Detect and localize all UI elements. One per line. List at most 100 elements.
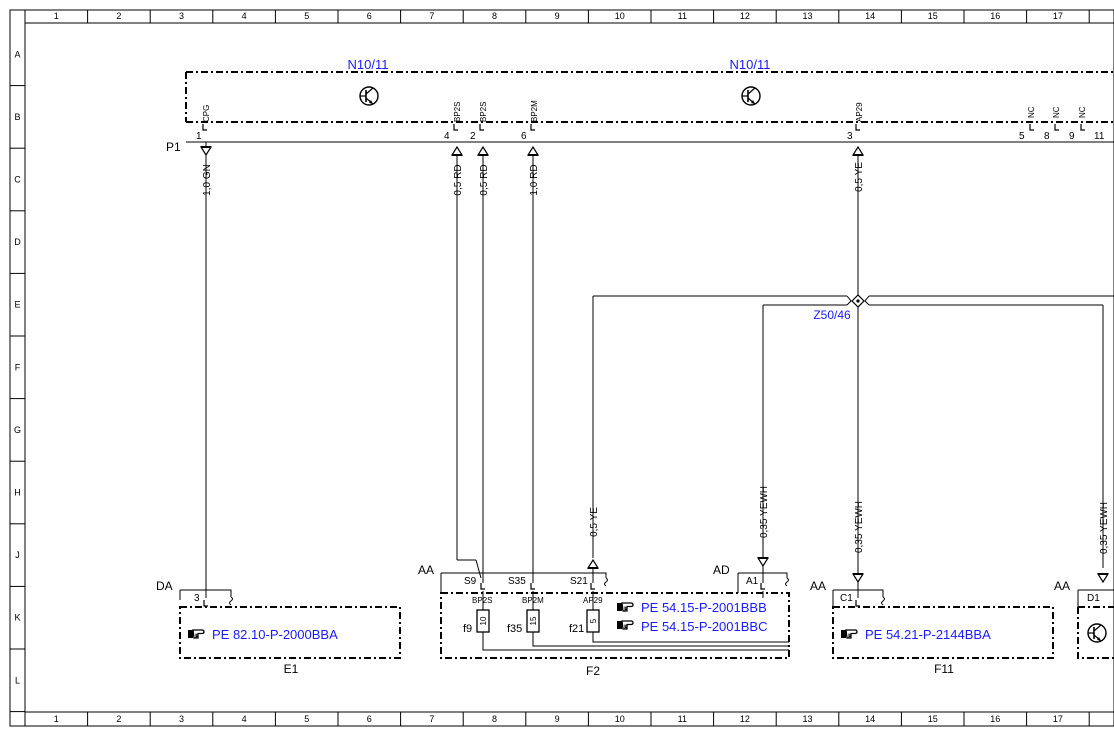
connector-s21: S21: [570, 576, 588, 587]
e1-reference-text: PE 82.10-P-2000BBA: [212, 627, 338, 642]
column-label: 7: [429, 714, 434, 724]
n10-label-right: N10/11: [730, 57, 771, 72]
column-label: 8: [492, 11, 497, 21]
pin-label-bp2s: BP2S: [453, 102, 462, 122]
fuse-value: 15: [529, 616, 538, 625]
fuse-name: f21: [569, 623, 584, 635]
pointing-hand-icon: [616, 620, 634, 630]
pin-number: 4: [444, 131, 450, 142]
wire-label: 1,0 GN: [202, 164, 213, 196]
f11-reference-text: PE 54.21-P-2144BBA: [865, 627, 991, 642]
f2-reference-text-2: PE 54.15-P-2001BBC: [641, 619, 767, 634]
pin-number: 1: [196, 131, 202, 142]
column-label: 5: [304, 11, 309, 21]
column-label: 10: [615, 714, 625, 724]
ad-label: AD: [713, 563, 730, 577]
e1-label: E1: [284, 662, 299, 676]
pin-number: 6: [521, 131, 527, 142]
connector-s35: S35: [508, 576, 526, 587]
e1-component: DA 3 PE 82.10-P-2000BBA E1: [156, 579, 401, 676]
wire-label: 0,35 YEWH: [1099, 502, 1110, 554]
aa-label: AA: [810, 579, 826, 593]
pointing-hand-icon: [187, 629, 205, 639]
pin-label-bp2s: BP2S: [479, 102, 488, 122]
n10-pins: CPG BP2S BP2S BP2M AP29 NC NC NC 1 4 2 6…: [196, 100, 1105, 142]
column-label: 8: [492, 714, 497, 724]
pin-number: 11: [1094, 131, 1105, 142]
pin-number: 2: [470, 131, 476, 142]
row-label: K: [14, 613, 20, 623]
p1-label: P1: [166, 140, 181, 154]
f2-reference-link-2[interactable]: PE 54.15-P-2001BBC: [616, 619, 767, 634]
pin-number: 3: [847, 131, 853, 142]
column-label: 6: [367, 11, 372, 21]
fuse-name: f9: [463, 623, 472, 635]
fuse-value: 5: [589, 618, 598, 623]
wire-label: 0,35 YEWH: [759, 486, 770, 538]
row-label: E: [14, 300, 20, 310]
fuse-value: 10: [479, 616, 488, 625]
row-label: H: [14, 488, 21, 498]
transistor-icon: [1087, 623, 1107, 643]
column-label: 3: [179, 11, 184, 21]
fuse-name: f35: [507, 623, 522, 635]
f11-reference-link[interactable]: PE 54.21-P-2144BBA: [840, 627, 991, 642]
f2-label: F2: [586, 664, 600, 678]
aa-label: AA: [1054, 579, 1070, 593]
e1-reference-link[interactable]: PE 82.10-P-2000BBA: [187, 627, 338, 642]
pin-number: 9: [1069, 131, 1075, 142]
column-label: 4: [242, 714, 247, 724]
n10-label-left: N10/11: [348, 57, 389, 72]
column-label: 14: [865, 11, 875, 21]
row-label: C: [14, 175, 21, 185]
column-label: 16: [990, 11, 1000, 21]
column-label: 11: [678, 714, 687, 724]
wire-label: 0,5 YE: [854, 162, 865, 192]
column-label: 2: [116, 714, 121, 724]
row-label: J: [15, 550, 20, 560]
column-label: 13: [802, 714, 812, 724]
column-label: 7: [429, 11, 434, 21]
column-label: 9: [555, 714, 560, 724]
n10-module: N10/11 N10/11 P1: [166, 57, 1114, 154]
column-label: 15: [928, 11, 938, 21]
pin-label-nc: NC: [1027, 106, 1036, 118]
transistor-icon: [741, 86, 761, 106]
column-label: 11: [678, 11, 687, 21]
connector-c1: C1: [840, 593, 853, 604]
e1-pin-number: 3: [194, 593, 200, 604]
connector-a1: A1: [746, 576, 759, 587]
wires: Z50/46: [200, 142, 1114, 598]
wire-label: 0,35 YEWH: [854, 501, 865, 553]
column-label: 12: [740, 714, 750, 724]
pin-label-bp2m: BP2M: [530, 100, 539, 122]
wire-label: 0,5 YE: [589, 507, 600, 537]
column-label: 9: [555, 11, 560, 21]
wire-labels: 1,0 GN 0,5 RD 0,5 RD 1,0 RD 0,5 YE 0,5 Y…: [202, 162, 1110, 554]
row-label: B: [14, 112, 20, 122]
row-label: F: [15, 362, 21, 372]
column-label: 16: [990, 714, 1000, 724]
column-label: 3: [179, 714, 184, 724]
column-label: 17: [1053, 11, 1063, 21]
f2-component: AA S9 S35 S21 AD A1 BP2S 10 f9 BP2M 15 f…: [418, 563, 790, 678]
pin-label-nc: NC: [1052, 106, 1061, 118]
z50-label: Z50/46: [813, 308, 851, 322]
column-label: 6: [367, 714, 372, 724]
column-label: 17: [1053, 714, 1063, 724]
f2-reference-link-1[interactable]: PE 54.15-P-2001BBB: [616, 600, 767, 615]
wire-label: 1,0 RD: [529, 164, 540, 195]
column-label: 1: [54, 11, 59, 21]
column-label: 4: [242, 11, 247, 21]
row-label: D: [14, 237, 21, 247]
pin-number: 5: [1019, 131, 1025, 142]
row-label: L: [15, 675, 20, 685]
grid-frame: [9, 9, 1114, 727]
pointing-hand-icon: [840, 629, 858, 639]
row-label: A: [14, 49, 20, 59]
pin-label-ap29: AP29: [855, 102, 864, 122]
